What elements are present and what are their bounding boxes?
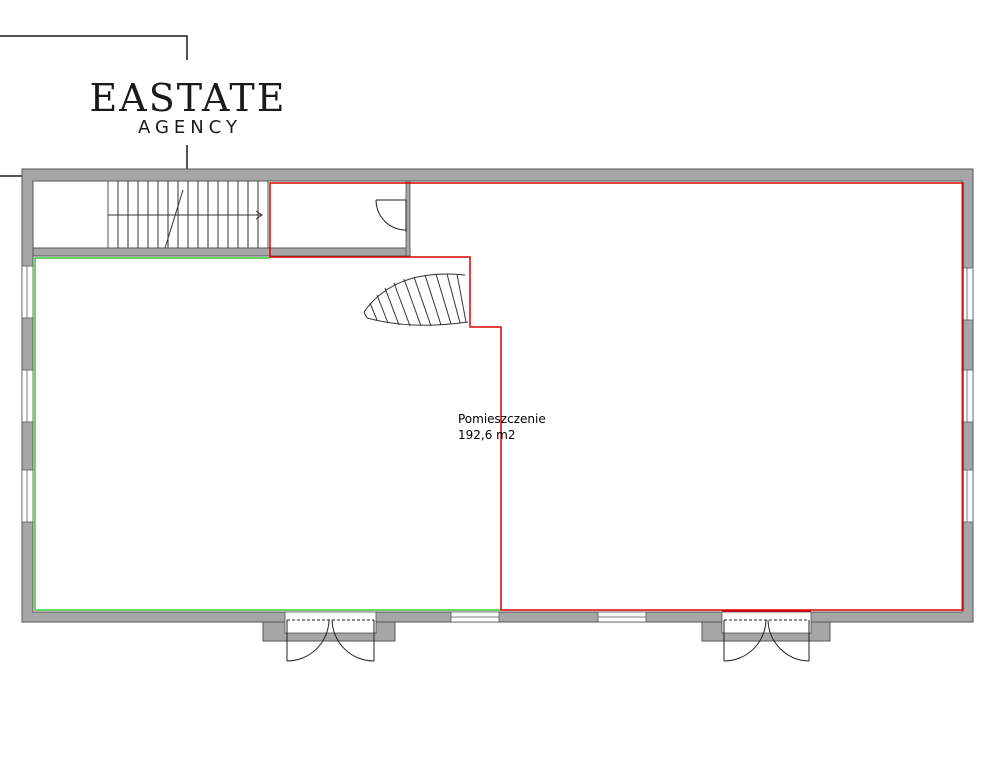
right-windows — [961, 267, 974, 523]
interior-wall — [32, 247, 411, 257]
red-area-outline — [269, 182, 964, 611]
entrance-right — [701, 611, 831, 662]
left-windows — [21, 265, 34, 523]
bottom-windows — [450, 611, 647, 623]
logo-subtitle: AGENCY — [138, 117, 242, 138]
room-area: 192,6 m2 — [458, 428, 516, 442]
entrance-left — [262, 611, 396, 662]
door-swing-top — [375, 199, 407, 232]
room-name: Pomieszczenie — [458, 412, 546, 426]
curved-staircase — [363, 273, 469, 327]
logo-title: EASTATE — [90, 76, 287, 120]
straight-staircase — [107, 180, 269, 249]
interior-wall-post — [405, 180, 411, 257]
green-area-outline — [34, 257, 501, 611]
